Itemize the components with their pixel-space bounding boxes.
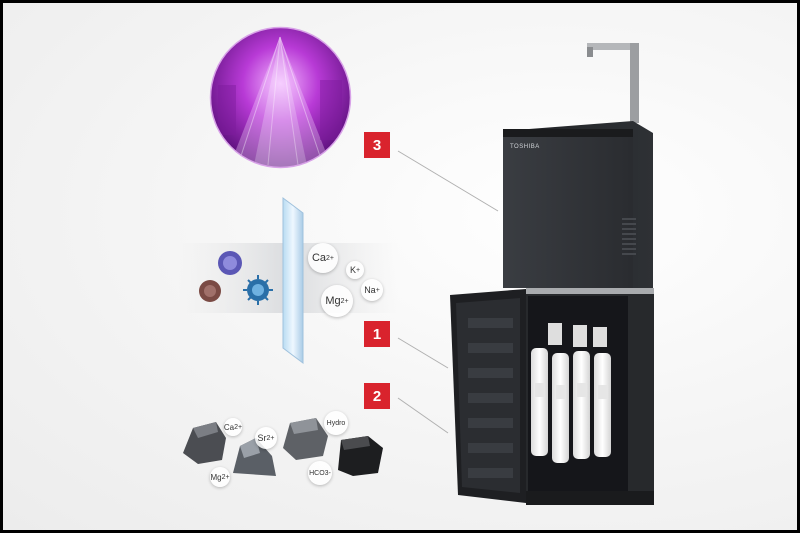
uv-light-circle (209, 26, 352, 169)
filter-cartridges (531, 323, 611, 463)
ion-na-membrane: Na+ (361, 279, 383, 301)
membrane-illustration (178, 197, 398, 364)
water-purifier (450, 43, 654, 505)
callout-badge-2: 2 (364, 383, 390, 409)
brand-logo: TOSHIBA (510, 144, 540, 150)
faucet (587, 43, 639, 123)
callout-lines (397, 150, 499, 434)
callout-badge-3: 3 (364, 132, 390, 158)
virus-icon (243, 275, 273, 305)
vent-grille (622, 218, 636, 255)
callout-badge-1: 1 (364, 321, 390, 347)
ion-k-membrane: K+ (346, 261, 364, 279)
ion-hydro-stone: Hydro (324, 411, 348, 435)
mineral-stones (183, 418, 383, 476)
